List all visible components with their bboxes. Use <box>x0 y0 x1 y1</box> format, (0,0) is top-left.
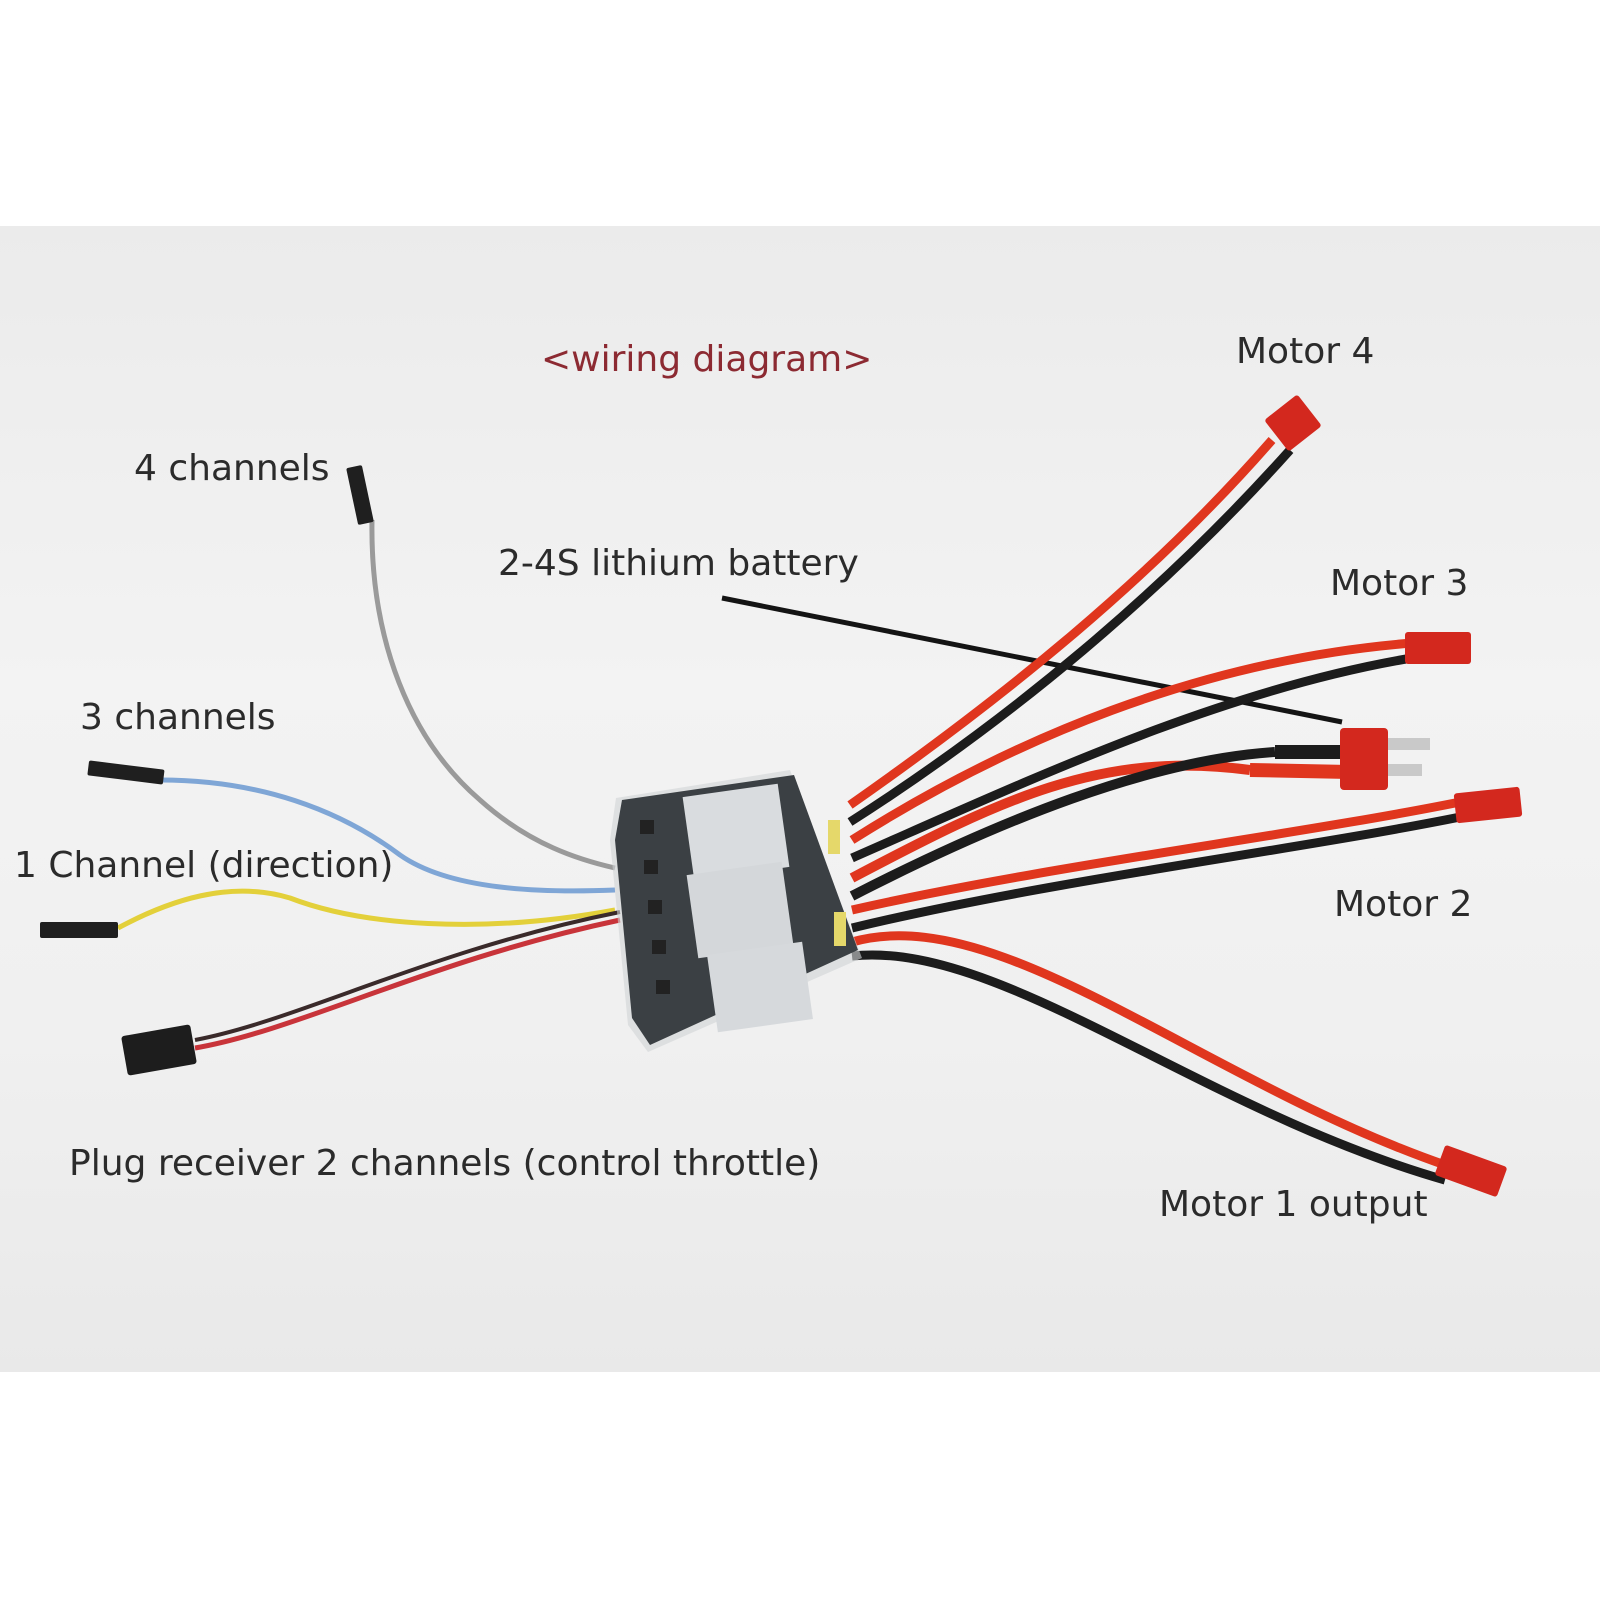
motor-4-black-wire <box>847 447 1294 826</box>
motor-2-black-wire <box>850 810 1471 933</box>
heatsink-bottom <box>707 941 813 1033</box>
label-channel-3: 3 channels <box>80 697 276 738</box>
receiver-red-wire <box>194 917 621 1051</box>
label-motor-4: Motor 4 <box>1236 331 1375 372</box>
channel-4-connector <box>346 465 374 525</box>
signal-wires <box>116 519 621 1051</box>
channel-1-wire <box>116 888 616 931</box>
motor-4-connector <box>1265 395 1321 451</box>
label-motor-3: Motor 3 <box>1330 563 1469 604</box>
heatsink-top <box>682 783 790 881</box>
receiver-black-wire <box>194 910 621 1042</box>
motor-3-black-wire <box>850 653 1413 863</box>
battery-black-wire <box>849 747 1276 901</box>
channel-3-wire <box>159 777 616 894</box>
motor-2-red-wire <box>851 795 1471 915</box>
power-wires <box>847 437 1471 1185</box>
battery-pointer-line <box>721 595 1343 725</box>
label-channel-1: 1 Channel (direction) <box>14 845 394 886</box>
label-battery: 2-4S lithium battery <box>498 543 859 584</box>
channel-4-wire <box>369 519 616 871</box>
label-motor-1: Motor 1 output <box>1159 1184 1428 1225</box>
diagram-title: <wiring diagram> <box>541 339 873 380</box>
battery-t-plug <box>1340 728 1430 790</box>
motor-connectors <box>1265 395 1523 1197</box>
motor-3-connector <box>1405 632 1471 664</box>
motor-1-black-wire <box>851 950 1447 1185</box>
motor-1-connector <box>1435 1145 1507 1197</box>
motor-1-red-wire <box>850 931 1447 1170</box>
receiver-connector <box>121 1024 197 1076</box>
motor-4-red-wire <box>847 437 1276 809</box>
label-receiver: Plug receiver 2 channels (control thrott… <box>69 1143 821 1184</box>
led-top <box>828 820 840 854</box>
heatsink-middle <box>686 861 794 959</box>
label-channel-4: 4 channels <box>134 448 330 489</box>
motor-3-red-wire <box>849 638 1413 844</box>
battery-red-lead <box>1249 763 1351 779</box>
channel-1-connector <box>40 922 118 938</box>
led-bottom <box>834 912 846 946</box>
motor-2-connector <box>1453 786 1523 824</box>
channel-3-connector <box>87 760 165 785</box>
esc-board <box>610 770 862 1052</box>
label-motor-2: Motor 2 <box>1334 884 1473 925</box>
